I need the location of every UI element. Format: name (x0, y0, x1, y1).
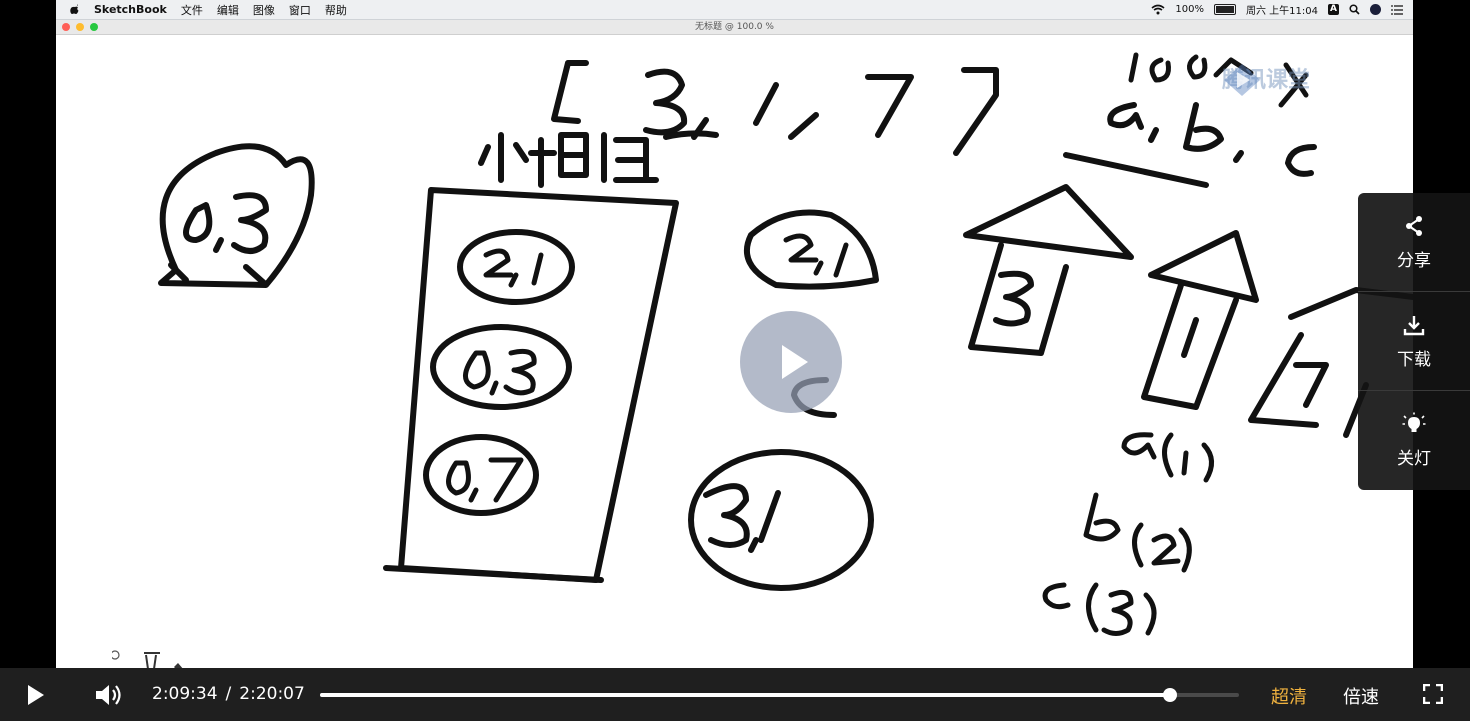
menu-help[interactable]: 帮助 (324, 3, 347, 17)
handwritten-sketch (158, 52, 1413, 636)
mac-menu-bar: SketchBook 文件 编辑 图像 窗口 帮助 100% 周六 上午11:0… (56, 0, 1413, 20)
window-zoom-button[interactable] (90, 23, 98, 31)
tool-brush-icon[interactable] (144, 652, 160, 668)
time-separator: / (225, 684, 232, 704)
player-control-bar: 2:09:34 / 2:20:07 超清 倍速 (0, 668, 1470, 721)
lights-off-label: 关灯 (1397, 449, 1431, 469)
playback-speed-button[interactable]: 倍速 (1343, 687, 1379, 708)
download-button[interactable]: 下载 (1358, 292, 1470, 391)
tencent-classroom-logo-icon (1224, 64, 1260, 96)
playback-time: 2:09:34 / 2:20:07 (152, 684, 305, 704)
drawing-canvas[interactable]: 腾讯课堂 (56, 35, 1413, 668)
fullscreen-icon[interactable] (1423, 684, 1443, 704)
video-frame[interactable]: SketchBook 文件 编辑 图像 窗口 帮助 100% 周六 上午11:0… (56, 0, 1413, 668)
menu-app-name[interactable]: SketchBook (94, 3, 167, 16)
progress-fill (320, 693, 1171, 697)
quality-button[interactable]: 超清 (1271, 687, 1307, 708)
total-time: 2:20:07 (239, 684, 305, 704)
menu-image[interactable]: 图像 (252, 3, 275, 17)
progress-handle[interactable] (1163, 688, 1178, 702)
watermark-text: 腾讯课堂 (1222, 68, 1311, 93)
share-button[interactable]: 分享 (1358, 193, 1470, 292)
window-minimize-button[interactable] (76, 23, 84, 31)
share-label: 分享 (1397, 250, 1431, 271)
center-play-button[interactable] (740, 311, 842, 413)
menu-file[interactable]: 文件 (180, 3, 203, 17)
battery-percent: 100% (1175, 4, 1204, 15)
share-icon (1406, 215, 1422, 236)
spotlight-search-icon[interactable] (1349, 4, 1360, 15)
progress-bar[interactable] (320, 688, 1239, 702)
user-avatar-icon[interactable] (1370, 4, 1381, 15)
battery-icon[interactable] (1214, 4, 1236, 15)
download-icon (1403, 315, 1425, 335)
volume-icon[interactable] (94, 682, 124, 708)
menu-window[interactable]: 窗口 (288, 3, 311, 17)
side-action-panel: 分享 下载 关灯 (1358, 193, 1470, 490)
input-method-icon[interactable]: A (1328, 4, 1339, 15)
tool-settings-icon[interactable] (112, 650, 120, 660)
lights-off-button[interactable]: 关灯 (1358, 391, 1470, 490)
tencent-classroom-watermark: 腾讯课堂 (1222, 62, 1311, 96)
lightbulb-icon (1402, 412, 1426, 432)
window-close-button[interactable] (62, 23, 70, 31)
current-time: 2:09:34 (152, 684, 218, 704)
menubar-clock[interactable]: 周六 上午11:04 (1246, 6, 1318, 17)
wifi-icon[interactable] (1151, 4, 1165, 15)
apple-icon[interactable] (70, 3, 80, 16)
play-icon[interactable] (28, 685, 44, 705)
app-title-bar: 无标题 @ 100.0 % (56, 20, 1413, 35)
menu-edit[interactable]: 编辑 (216, 3, 239, 17)
notification-center-icon[interactable] (1391, 4, 1403, 15)
tool-pen-icon[interactable] (174, 663, 190, 668)
document-title: 无标题 @ 100.0 % (695, 22, 774, 32)
sketchbook-tool-puck[interactable] (112, 645, 252, 668)
download-label: 下载 (1397, 349, 1431, 370)
